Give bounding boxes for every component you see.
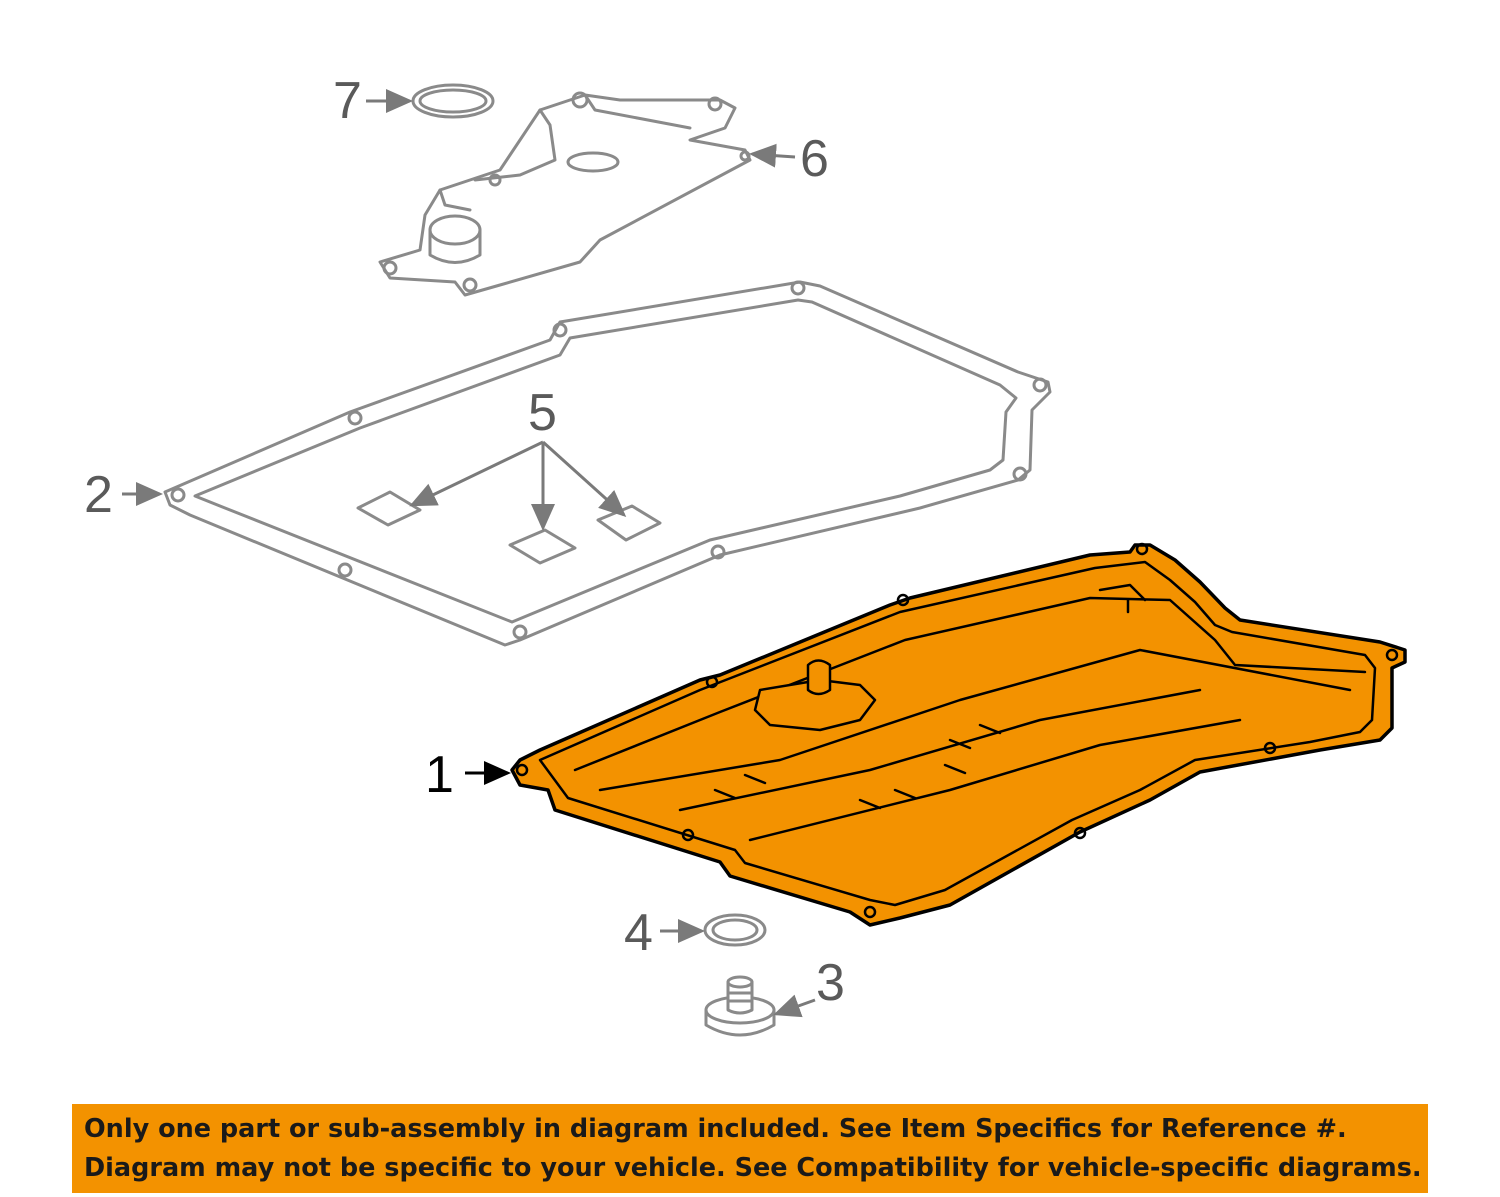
callout-6: 6 [800, 130, 829, 188]
callout-3: 3 [816, 954, 845, 1012]
callout-2: 2 [84, 466, 113, 524]
disclaimer-banner: Only one part or sub-assembly in diagram… [72, 1104, 1428, 1193]
transmission-oil-pan [510, 542, 1407, 927]
callout-1: 1 [425, 746, 454, 804]
drain-plug [704, 975, 776, 1037]
parts-diagram: 7 6 5 2 1 4 3 [84, 72, 1407, 1037]
filter [378, 91, 752, 297]
filter-o-ring [411, 83, 495, 119]
callout-7: 7 [333, 72, 362, 130]
pan-gasket [163, 280, 1052, 647]
callout-5: 5 [528, 384, 557, 442]
disclaimer-line-2: Diagram may not be specific to your vehi… [84, 1153, 1422, 1183]
callout-arrows [122, 89, 816, 1018]
disclaimer-line-1: Only one part or sub-assembly in diagram… [84, 1114, 1347, 1144]
drain-plug-seal [703, 913, 767, 947]
callout-4: 4 [624, 904, 653, 962]
